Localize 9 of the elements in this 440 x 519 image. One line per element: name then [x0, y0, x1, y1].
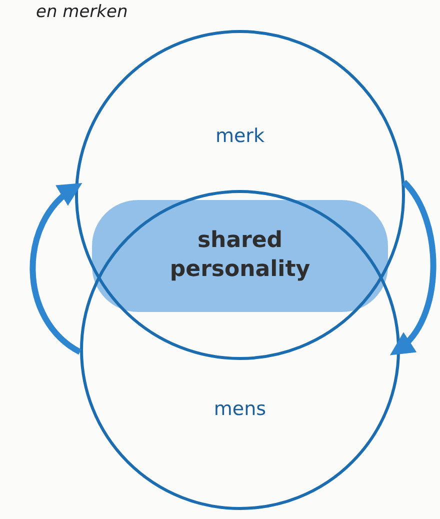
node-label: mens — [212, 398, 268, 420]
curved-arrow — [390, 180, 436, 356]
circle-node — [80, 190, 400, 510]
curved-arrow — [30, 182, 82, 355]
heading-text: en merken — [36, 2, 128, 22]
node-label: shared personality — [168, 227, 312, 284]
node-label: merk — [214, 125, 266, 147]
circle-node — [75, 30, 405, 360]
rounded-box — [92, 200, 388, 312]
